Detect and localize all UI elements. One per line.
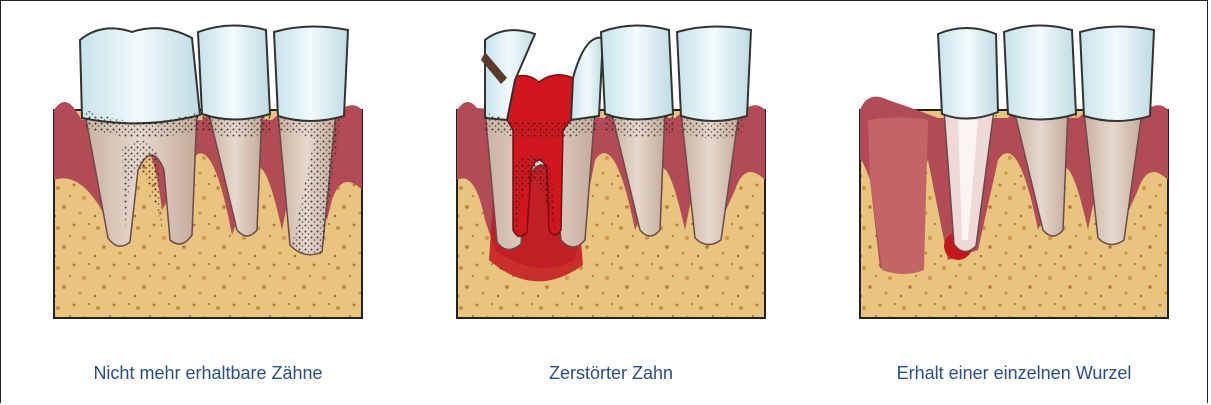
canine-crown bbox=[677, 26, 751, 121]
panel-non-preservable-teeth bbox=[52, 20, 364, 320]
caption-destroyed-tooth: Zerstörter Zahn bbox=[455, 363, 767, 384]
canine-crown bbox=[274, 26, 348, 121]
remaining-crown-fragment-right bbox=[571, 38, 603, 120]
molar-crown bbox=[80, 28, 200, 123]
premolar-crown bbox=[198, 25, 270, 119]
canine-crown bbox=[1080, 26, 1154, 121]
teeth-illustration-2 bbox=[455, 20, 767, 320]
premolar-crown bbox=[601, 25, 673, 119]
teeth-illustration-3 bbox=[858, 20, 1170, 320]
panel-single-root-preserved bbox=[858, 20, 1170, 320]
caption-non-preservable-teeth: Nicht mehr erhaltbare Zähne bbox=[52, 363, 364, 384]
crown-on-root bbox=[938, 28, 998, 119]
caption-single-root-preserved: Erhalt einer einzelnen Wurzel bbox=[858, 363, 1170, 384]
teeth-illustration-1 bbox=[52, 20, 364, 320]
premolar-crown bbox=[1004, 25, 1076, 119]
panel-destroyed-tooth bbox=[455, 20, 767, 320]
